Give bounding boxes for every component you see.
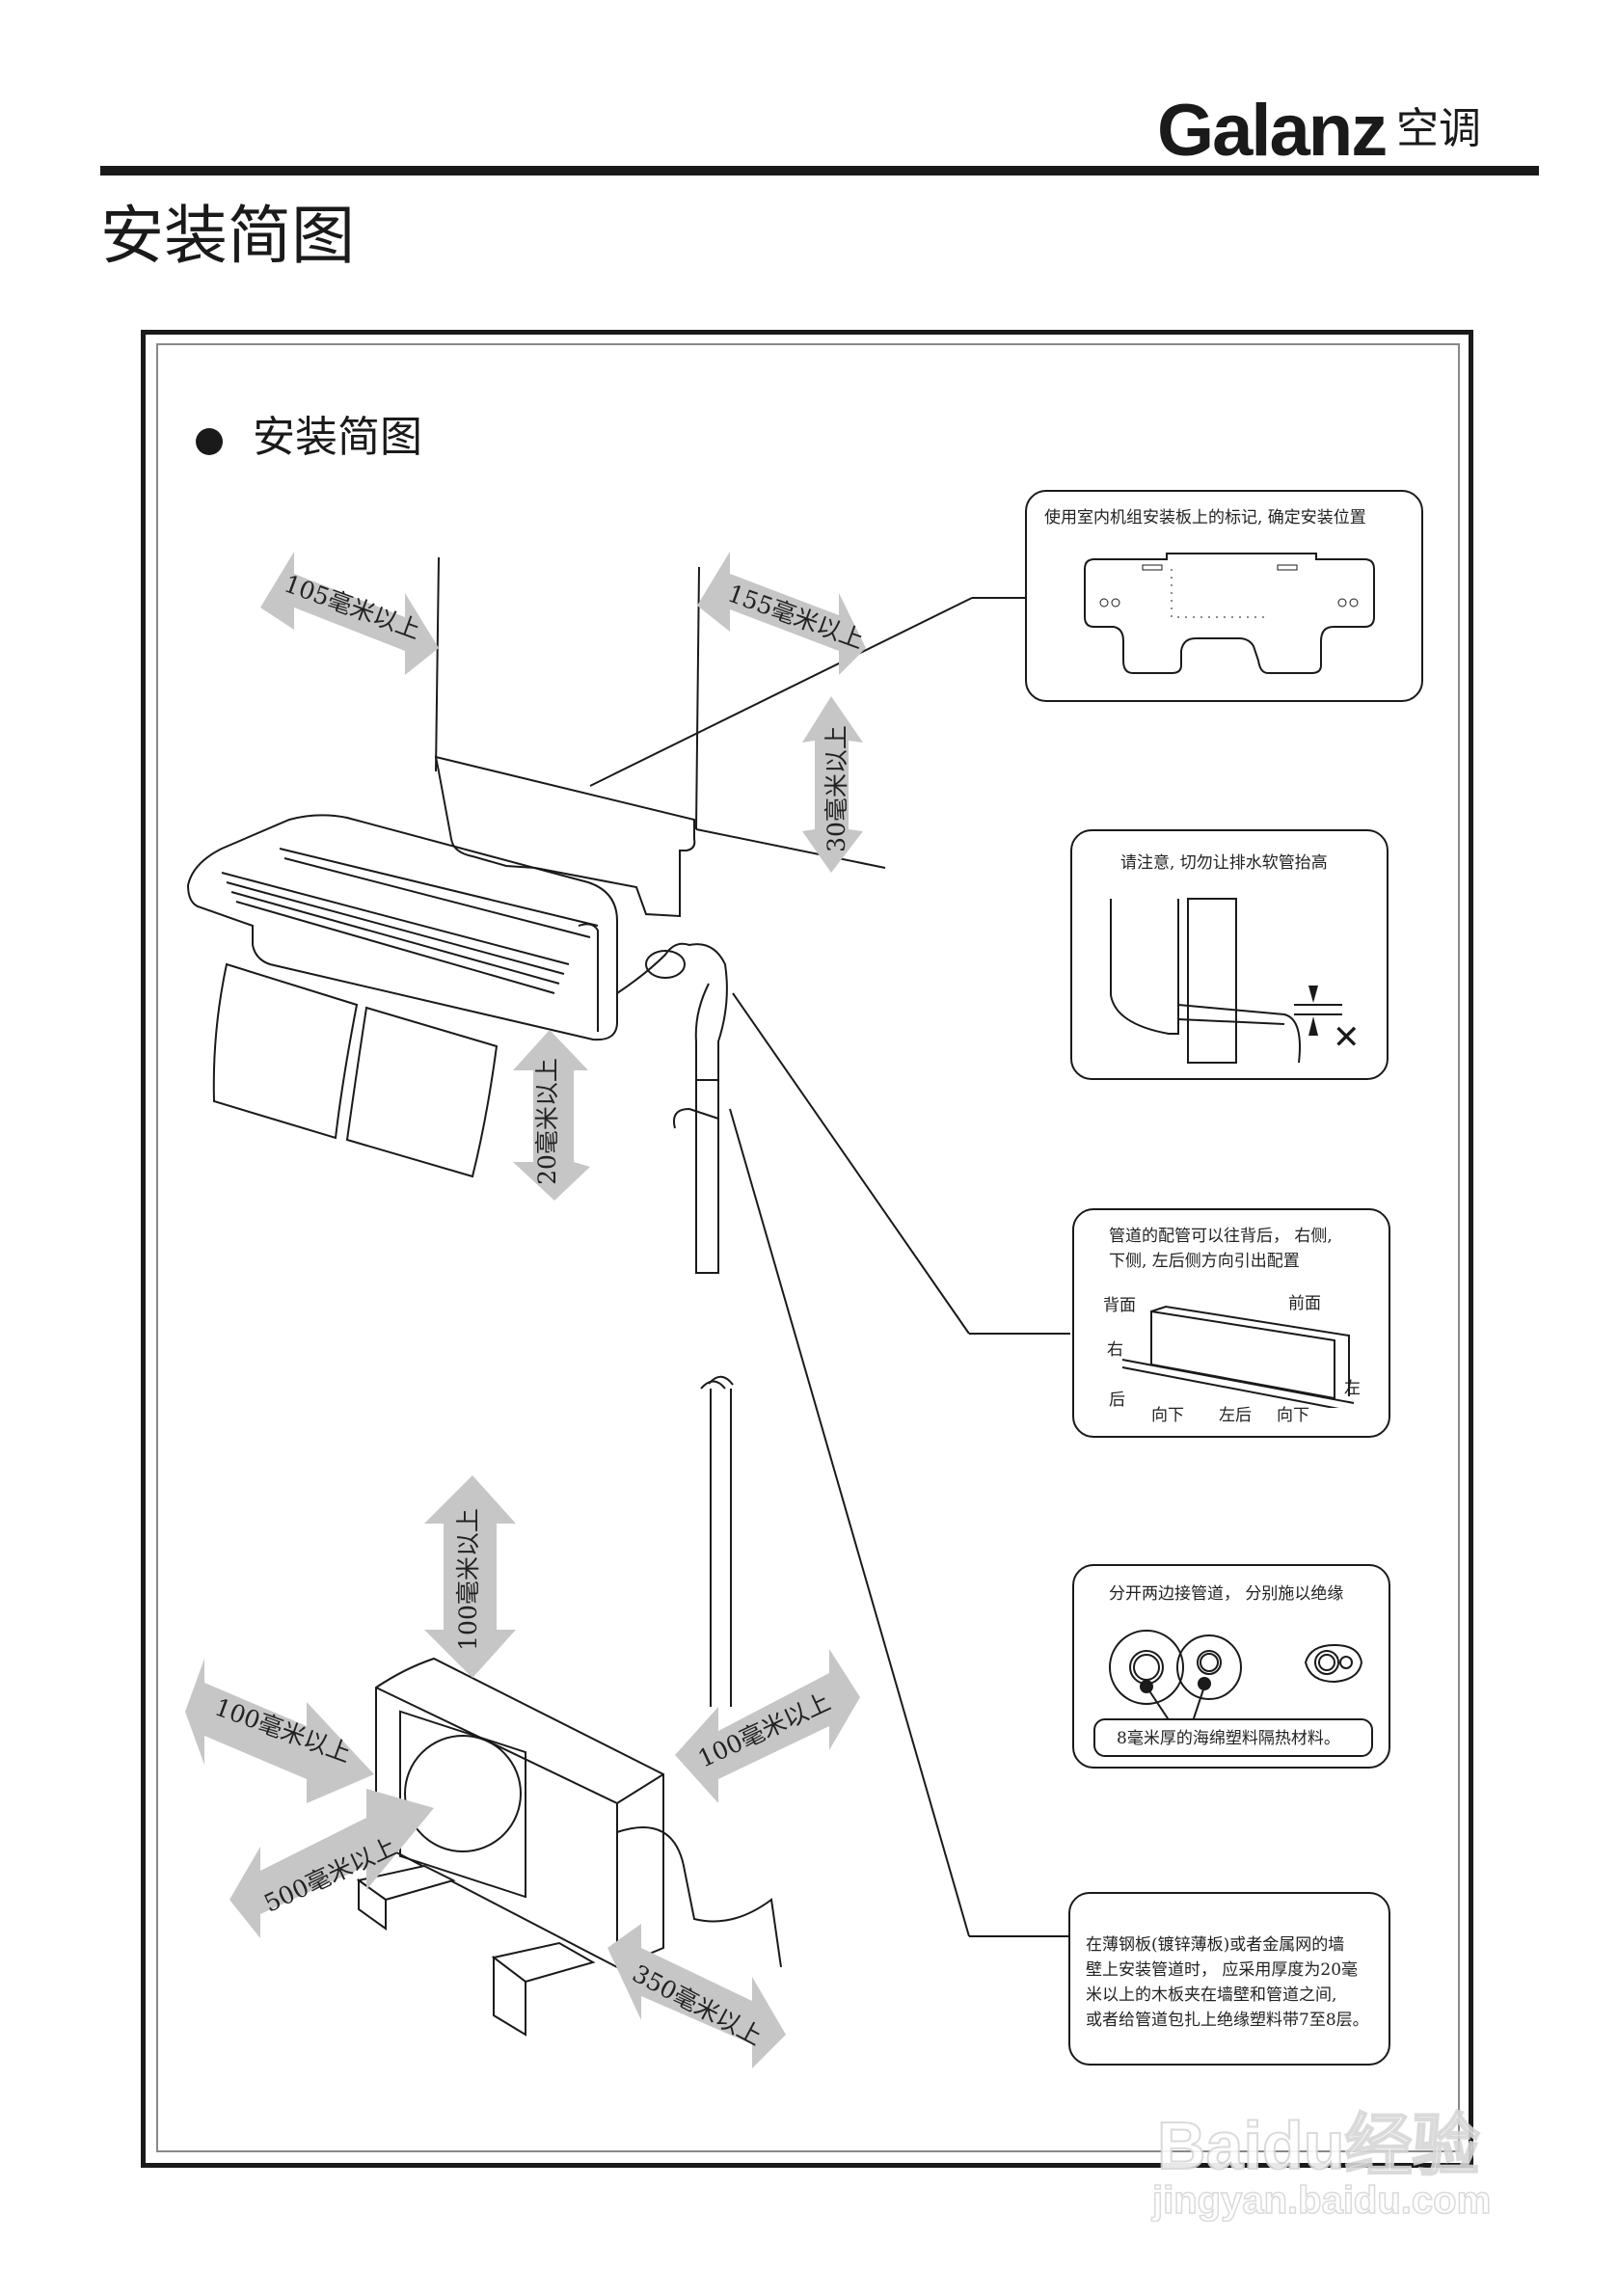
label-right: 右 <box>1107 1340 1123 1360</box>
drain-hose-vertical <box>710 1389 732 1707</box>
wall-edge-right <box>695 566 700 830</box>
foundation-blocks <box>356 1864 596 2037</box>
drain-hose-indoor <box>616 942 728 1274</box>
callout-insulation: 分开两边接管道， 分别施以绝缘 8毫米厚的海绵塑料隔热材料。 <box>1072 1564 1390 1769</box>
arrow-indoor-left <box>260 552 439 675</box>
insulation-label: 8毫米厚的海绵塑料隔热材料。 <box>1117 1729 1340 1748</box>
header-rule <box>100 166 1539 176</box>
drain-hose-warning-icon: ✕ <box>1110 898 1361 1064</box>
callout-text-line-2: 下侧, 左后侧方向引出配置 <box>1109 1252 1300 1271</box>
watermark-url: jingyan.baidu.com <box>1151 2179 1492 2222</box>
callout-text-line-1: 管道的配管可以往背后， 右侧, <box>1109 1227 1333 1246</box>
callout-text-line-3: 米以上的木板夹在墙壁和管道之间, <box>1086 1985 1337 2005</box>
brand-suffix: 空调 <box>1396 104 1481 153</box>
filter-right <box>345 1006 499 1178</box>
arrow-indoor-top <box>802 696 863 873</box>
clearance-label-indoor-top: 30毫米以上 <box>822 725 850 852</box>
pipe-insulation-icon <box>1109 1630 1363 1720</box>
leader-line-1 <box>589 597 973 787</box>
mounting-plate-icon <box>1084 553 1375 674</box>
callout-text: 使用室内机组安装板上的标记, 确定安装位置 <box>1044 508 1366 527</box>
label-front: 前面 <box>1288 1294 1321 1313</box>
label-back: 背面 <box>1103 1296 1136 1315</box>
arrow-outdoor-side <box>607 1924 786 2068</box>
x-mark-icon: ✕ <box>1333 1018 1361 1057</box>
callout-metal-wall: 在薄钢板(镀锌薄板)或者金属网的墙 壁上安装管道时， 应采用厚度为20毫 米以上… <box>1068 1892 1390 2066</box>
page-title: 安装简图 <box>100 199 355 273</box>
brand-logo: Galanz <box>1157 90 1388 172</box>
wall-base-line <box>695 828 886 869</box>
callout-text-line-1: 在薄钢板(镀锌薄板)或者金属网的墙 <box>1086 1935 1345 1955</box>
filter-left <box>212 962 359 1140</box>
indoor-unit-outline-icon <box>1121 1305 1355 1408</box>
mounting-plate <box>434 755 696 918</box>
callout-text-line-4: 或者给管道包扎上绝缘塑料带7至8层。 <box>1086 2011 1369 2030</box>
insulation-label-box: 8毫米厚的海绵塑料隔热材料。 <box>1093 1718 1373 1757</box>
callout-text: 请注意, 切勿让排水软管抬高 <box>1120 853 1328 873</box>
arrow-indoor-bottom <box>513 1030 590 1201</box>
arrow-outdoor-front <box>229 1789 434 1938</box>
watermark-logo: Baidu经验 <box>1156 2108 1480 2183</box>
wall-edge-left <box>435 556 440 772</box>
callout-piping-directions: 管道的配管可以往背后， 右侧, 下侧, 左后侧方向引出配置 背面 前面 右 左 … <box>1072 1208 1390 1438</box>
callout-text-line-2: 壁上安装管道时， 应采用厚度为20毫 <box>1086 1960 1359 1980</box>
leader-line-3 <box>729 1108 970 1937</box>
section-title: 安装简图 <box>253 413 422 462</box>
arrow-indoor-right <box>697 552 866 675</box>
label-left-rear: 左后 <box>1219 1406 1252 1425</box>
clearance-label-indoor-bottom: 20毫米以上 <box>532 1058 561 1185</box>
label-rear: 后 <box>1109 1391 1125 1410</box>
outdoor-fan-grille <box>399 1710 526 1899</box>
leader-line-2 <box>732 992 970 1335</box>
clearance-label-outdoor-top: 100毫米以上 <box>453 1508 482 1651</box>
callout-text: 分开两边接管道， 分别施以绝缘 <box>1109 1584 1344 1604</box>
arrow-outdoor-left <box>185 1659 374 1803</box>
callout-mounting-plate: 使用室内机组安装板上的标记, 确定安装位置 <box>1025 490 1423 702</box>
label-down-1: 向下 <box>1151 1406 1184 1425</box>
callout-drain-hose: 请注意, 切勿让排水软管抬高 ✕ <box>1070 829 1389 1080</box>
label-down-2: 向下 <box>1277 1406 1309 1425</box>
diagram-frame <box>141 330 1473 2168</box>
indoor-unit-body <box>186 814 618 1041</box>
arrow-outdoor-top <box>424 1475 516 1678</box>
bullet-icon <box>196 428 223 455</box>
diagram-inner-frame <box>156 343 1460 2152</box>
arrow-outdoor-right <box>675 1649 860 1803</box>
